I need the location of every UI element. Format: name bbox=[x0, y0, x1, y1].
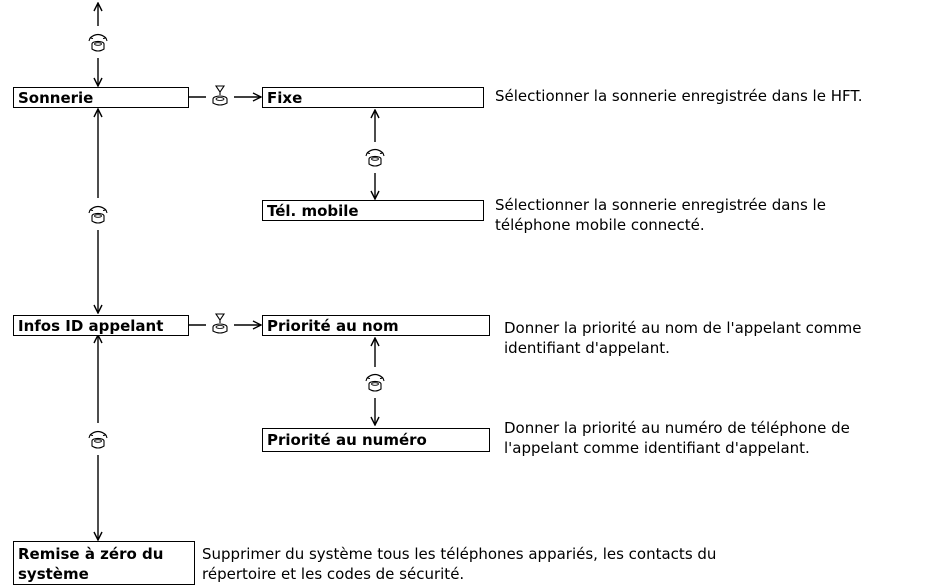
press-knob-icon bbox=[212, 85, 228, 106]
description-line: identifiant d'appelant. bbox=[504, 339, 670, 357]
description-line: téléphone mobile connecté. bbox=[495, 216, 705, 234]
option-label-fixe: Fixe bbox=[267, 89, 303, 107]
description-line: répertoire et les codes de sécurité. bbox=[202, 565, 465, 583]
rotate-knob-icon bbox=[365, 148, 385, 167]
option-box-fixe: Fixe bbox=[262, 87, 484, 108]
description-priorite-nom: Donner la priorité au nom de l'appelant … bbox=[504, 318, 861, 358]
option-label-priorite-nom: Priorité au nom bbox=[267, 317, 399, 335]
description-tel-mobile: Sélectionner la sonnerie enregistrée dan… bbox=[495, 195, 826, 235]
description-fixe: Sélectionner la sonnerie enregistrée dan… bbox=[495, 86, 863, 106]
rotate-knob-icon bbox=[365, 373, 385, 392]
description-line: Supprimer du système tous les téléphones… bbox=[202, 545, 717, 563]
description-line: Sélectionner la sonnerie enregistrée dan… bbox=[495, 87, 863, 105]
description-line: Sélectionner la sonnerie enregistrée dan… bbox=[495, 196, 826, 214]
menu-label-remise-line2: système bbox=[18, 565, 89, 583]
infos-id-connectors bbox=[188, 325, 375, 425]
rotate-knob-icon bbox=[88, 33, 108, 52]
rotate-knob-icon bbox=[88, 205, 108, 224]
menu-box-remise: Remise à zéro du système bbox=[13, 541, 195, 585]
menu-box-infos-id: Infos ID appelant bbox=[13, 315, 189, 336]
description-line: Donner la priorité au nom de l'appelant … bbox=[504, 319, 862, 337]
menu-label-sonnerie: Sonnerie bbox=[18, 89, 94, 107]
option-label-tel-mobile: Tél. mobile bbox=[267, 202, 359, 220]
option-box-tel-mobile: Tél. mobile bbox=[262, 200, 484, 221]
description-priorite-numero: Donner la priorité au numéro de téléphon… bbox=[504, 418, 850, 458]
option-box-priorite-numero: Priorité au numéro bbox=[262, 428, 490, 452]
description-line: l'appelant comme identifiant d'appelant. bbox=[504, 439, 810, 457]
option-box-priorite-nom: Priorité au nom bbox=[262, 315, 490, 336]
description-line: Donner la priorité au numéro de téléphon… bbox=[504, 419, 850, 437]
description-remise: Supprimer du système tous les téléphones… bbox=[202, 544, 716, 584]
rotate-knob-icon bbox=[88, 430, 108, 449]
menu-label-infos-id: Infos ID appelant bbox=[18, 317, 164, 335]
sonnerie-connectors bbox=[188, 97, 485, 199]
menu-label-remise-line1: Remise à zéro du bbox=[18, 545, 164, 563]
press-knob-icon bbox=[212, 313, 228, 334]
menu-box-sonnerie: Sonnerie bbox=[13, 87, 189, 108]
option-label-priorite-numero: Priorité au numéro bbox=[267, 431, 427, 449]
